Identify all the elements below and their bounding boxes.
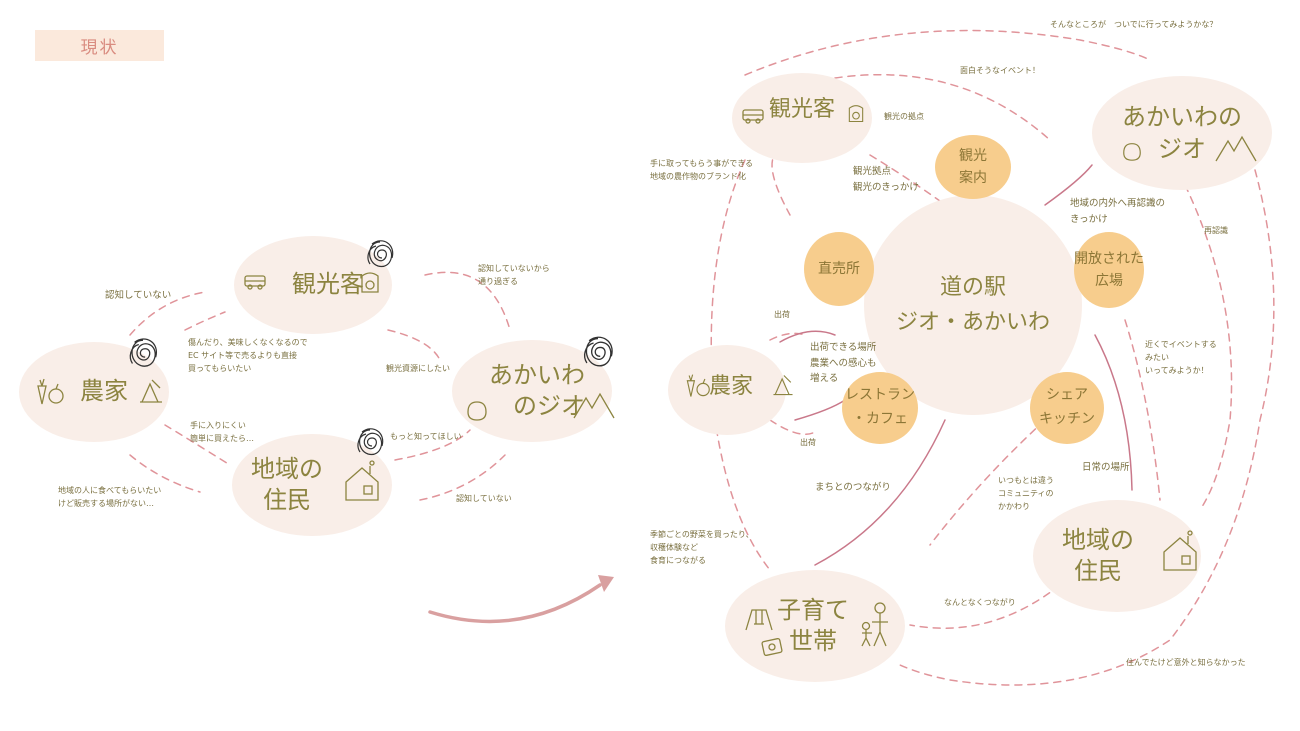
arc-jio-resident	[1184, 184, 1233, 511]
after-label: 住んでたけど意外と知らなかった	[1126, 658, 1246, 667]
camera-icon	[361, 272, 379, 293]
link-kitchen-family	[929, 419, 1046, 546]
link-tourist-jio	[387, 329, 441, 361]
solid-center-jio	[1044, 164, 1093, 206]
after-label: まちとのつながり	[815, 482, 891, 493]
vegetable-icon	[37, 378, 64, 405]
link-resident-family	[909, 584, 1061, 629]
node-label: 開放された 広場	[1074, 250, 1144, 289]
farm-tools-icon	[773, 375, 793, 396]
after-label: 出荷	[800, 438, 816, 447]
after-node-jio: あかいわの ジオ	[1092, 76, 1272, 190]
scribble-confused-icon	[357, 428, 384, 456]
after-label: いつもとは違う コミュニティの かかわり	[998, 476, 1054, 512]
after-label: 地域の内外へ再認識の きっかけ	[1070, 198, 1166, 225]
node-label: 観光客	[768, 96, 835, 122]
before-label: 観光資源にしたい	[386, 364, 450, 373]
link-farmer-resident	[164, 424, 231, 466]
after-label: 面白そうなイベント！	[960, 66, 1040, 75]
bus-icon	[244, 275, 266, 290]
house-icon	[345, 460, 379, 501]
camera-icon	[848, 105, 864, 123]
mountain-icon	[1215, 135, 1257, 162]
after-label: 観光の拠点	[884, 112, 924, 121]
lunchbox-icon	[761, 638, 783, 656]
node-label: 農家	[80, 377, 128, 406]
after-label: 日常の場所	[1082, 462, 1130, 473]
solid-center-resident	[1094, 334, 1133, 491]
mountain-icon	[573, 392, 615, 419]
scribble-confused-icon	[367, 240, 394, 268]
node-label: 子育て 世帯	[777, 595, 849, 655]
scribble-confused-icon	[584, 336, 613, 367]
vegetable-icon	[686, 374, 710, 397]
parent-child-icon	[861, 602, 888, 647]
facility-restaurant: レストラン ・カフェ	[842, 372, 918, 444]
before-label: 手に入りにくい 簡単に買えたら…	[190, 421, 254, 444]
farm-tools-icon	[140, 379, 162, 403]
outer-arc-top	[744, 29, 1151, 76]
outer-arc-left	[710, 159, 771, 571]
after-label: 出荷	[774, 310, 790, 319]
outer-arc-right-bottom	[899, 169, 1275, 686]
node-label: レストラン ・カフェ	[845, 387, 915, 427]
swing-icon	[745, 609, 773, 631]
node-label: あかいわ のジオ	[489, 360, 585, 420]
before-node-jio: あかいわ のジオ	[452, 340, 612, 442]
after-label: 観光拠点 観光のきっかけ	[853, 166, 919, 193]
after-node-residents: 地域の 住民	[1033, 500, 1201, 612]
before-label: 認知していないから 通り過ぎる	[478, 264, 550, 287]
node-label: あかいわの ジオ	[1122, 102, 1242, 163]
scribble-confused-icon	[129, 338, 158, 367]
before-label: もっと知ってほしい	[390, 432, 462, 441]
facility-kitchen: シェア キッチン	[1030, 372, 1104, 444]
after-label: そんなところが ついでに行ってみようかな？	[1050, 20, 1218, 29]
before-label: 認知していない	[105, 290, 172, 301]
after-label: 手に取ってもらう事ができる 地域の農作物のブランド化	[650, 159, 754, 182]
after-label: 出荷できる場所 農業への感心も 増える	[810, 342, 877, 385]
node-label: 農家	[708, 373, 753, 399]
before-node-residents: 地域の 住民	[232, 434, 392, 536]
node-label: 地域の 住民	[251, 454, 323, 514]
onsen-icon	[467, 401, 487, 421]
after-label: なんとなくつながり	[944, 598, 1016, 607]
before-label: 傷んだり、美味しくなくなるので EC サイト等で売るよりも直接 買ってもらいたい	[188, 338, 308, 374]
facility-hiroba: 開放された 広場	[1074, 232, 1144, 308]
link-tourist-jio-upper	[424, 271, 511, 331]
after-node-farmers: 農家	[668, 345, 786, 435]
after-label: 再認識	[1204, 226, 1228, 235]
after-label: 季節ごとの野菜を買ったり、 収穫体験など 食育につながる	[650, 530, 754, 566]
after-label: 近くでイベントする みたい いってみようか！	[1145, 340, 1217, 376]
node-label: 地域の 住民	[1062, 525, 1134, 585]
before-label: 認知していない	[456, 494, 512, 503]
node-label: 直売所	[818, 260, 860, 277]
onsen-icon	[1123, 143, 1141, 161]
arc-tourist-jio	[834, 73, 1051, 141]
page-title: 現状	[35, 30, 164, 61]
before-node-farmers: 農家	[19, 342, 169, 442]
solid-center-family	[814, 419, 946, 566]
after-node-tourists: 観光客	[732, 73, 872, 163]
node-label: 観光客	[292, 270, 364, 299]
node-label: 道の駅 ジオ・あかいわ	[895, 274, 1050, 335]
after-node-families: 子育て 世帯	[725, 570, 905, 682]
before-label: 地域の人に食べてもらいたい けど販売する場所がない…	[58, 486, 162, 509]
facility-kanko: 観光 案内	[935, 135, 1011, 199]
transition-arrow	[428, 575, 614, 624]
link-farmer-tourist	[129, 291, 206, 336]
facility-chokubai: 直売所	[804, 232, 874, 306]
house-icon	[1163, 530, 1197, 571]
node-label: 観光 案内	[959, 147, 987, 186]
bus-icon	[742, 109, 764, 124]
node-label: シェア キッチン	[1039, 387, 1095, 427]
